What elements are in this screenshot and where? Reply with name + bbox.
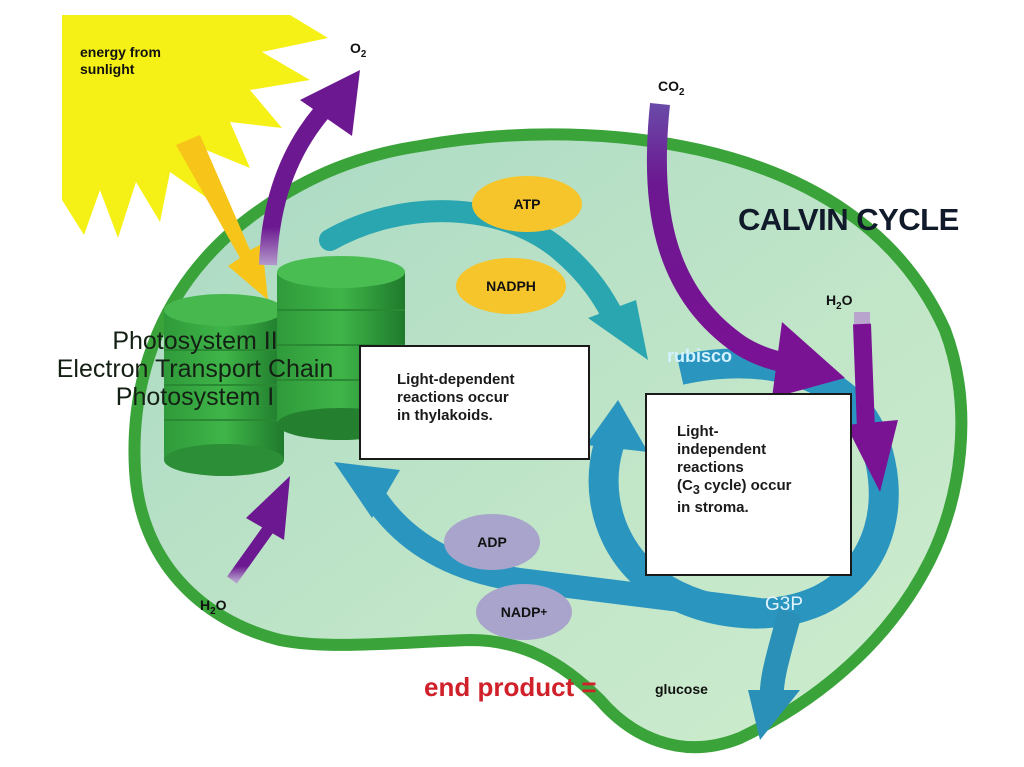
water-right-label: H2O [826, 292, 852, 312]
photosystem-i-label: Photosystem I [115, 383, 275, 411]
g3p-label: G3P [765, 594, 804, 615]
light-independent-box: Light- independent reactions (C3 cycle) … [645, 393, 852, 576]
co2-label-main: CO [658, 78, 679, 94]
nadp-sup: + [540, 605, 548, 619]
rubisco-label: rubisco [667, 346, 733, 366]
oxygen-label-main: O [350, 40, 361, 56]
electron-transport-chain-label: Electron Transport Chain [56, 355, 334, 383]
c3-sub: 3 [692, 483, 700, 497]
thylakoid-labels: Photosystem II Electron Transport Chain … [30, 327, 360, 411]
g3p-output-arrow [748, 608, 802, 740]
light-dependent-box: Light-dependent reactions occur in thyla… [359, 345, 590, 460]
end-product-label: end product = [424, 672, 597, 702]
light-independent-line-3: reactions [677, 459, 744, 476]
light-independent-line-1: Light- [677, 423, 719, 440]
c3-post: cycle) occur [699, 477, 792, 494]
nadph-molecule: NADPH [456, 258, 566, 314]
return-arrow [334, 462, 762, 622]
water-left-arrow [227, 476, 290, 584]
light-dependent-line-1: Light-dependent [397, 371, 515, 388]
photosystem-ii-label: Photosystem II [112, 327, 278, 355]
water-right-h: H [826, 292, 837, 308]
adp-molecule: ADP [444, 514, 540, 570]
nadp-molecule: NADP+ [476, 584, 572, 640]
nadp-main: NADP [500, 604, 541, 620]
light-independent-line-5: in stroma. [677, 499, 749, 516]
co2-label-sub: 2 [679, 86, 685, 98]
c3-pre: (C [677, 477, 693, 494]
calvin-cycle-title: CALVIN CYCLE [738, 202, 959, 237]
light-independent-line-2: independent [677, 441, 767, 458]
light-dependent-line-3: in thylakoids. [397, 407, 493, 424]
water-right-o: O [841, 292, 853, 308]
water-left-h: H [200, 597, 211, 613]
sunlight-label: energy from sunlight [80, 44, 161, 77]
water-right-arrow [846, 312, 898, 492]
oxygen-label-sub: 2 [360, 48, 367, 60]
oxygen-arrow [259, 70, 360, 266]
oxygen-label: O2 [350, 40, 366, 60]
co2-arrow [646, 102, 845, 398]
water-right-sub: 2 [836, 300, 842, 312]
sunlight-arrow [176, 135, 268, 300]
co2-label: CO2 [658, 78, 684, 98]
water-left-sub: 2 [210, 605, 216, 617]
water-left-label: H2O [200, 597, 226, 617]
sun-icon [62, 15, 328, 238]
light-independent-line-4: (C3 cycle) occur [677, 477, 850, 499]
thylakoid-stack-left [164, 294, 284, 476]
atp-molecule: ATP [472, 176, 582, 232]
water-left-o: O [215, 597, 227, 613]
glucose-label: glucose [655, 681, 708, 697]
light-dependent-line-2: reactions occur [397, 389, 509, 406]
